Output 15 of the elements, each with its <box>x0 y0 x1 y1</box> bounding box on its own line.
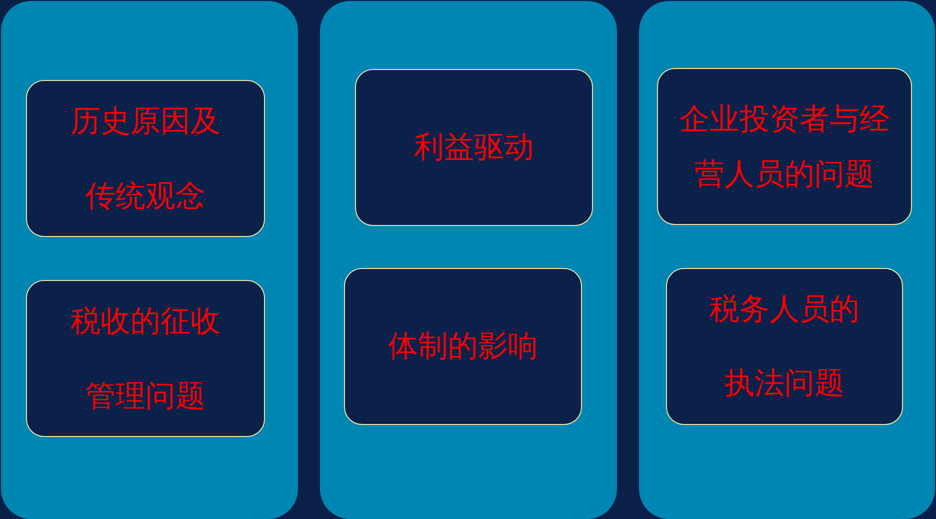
topic-label: 利益驱动 <box>413 128 535 166</box>
topic-box <box>26 80 265 237</box>
topic-label: 税务人员的执法问题 <box>708 290 860 402</box>
rounded-panel <box>1 1 298 519</box>
topic-label: 税收的征收管理问题 <box>70 302 222 416</box>
topic-label: 历史原因及传统观念 <box>70 102 222 216</box>
rounded-panel <box>320 1 617 519</box>
topic-box <box>657 68 912 225</box>
topic-box <box>26 280 265 437</box>
rounded-panel <box>639 1 935 519</box>
topic-label: 企业投资者与经营人员的问题 <box>678 100 890 194</box>
topic-label: 体制的影响 <box>387 328 539 366</box>
topic-box <box>355 69 593 226</box>
topic-box <box>666 268 903 425</box>
topic-box <box>344 268 582 425</box>
